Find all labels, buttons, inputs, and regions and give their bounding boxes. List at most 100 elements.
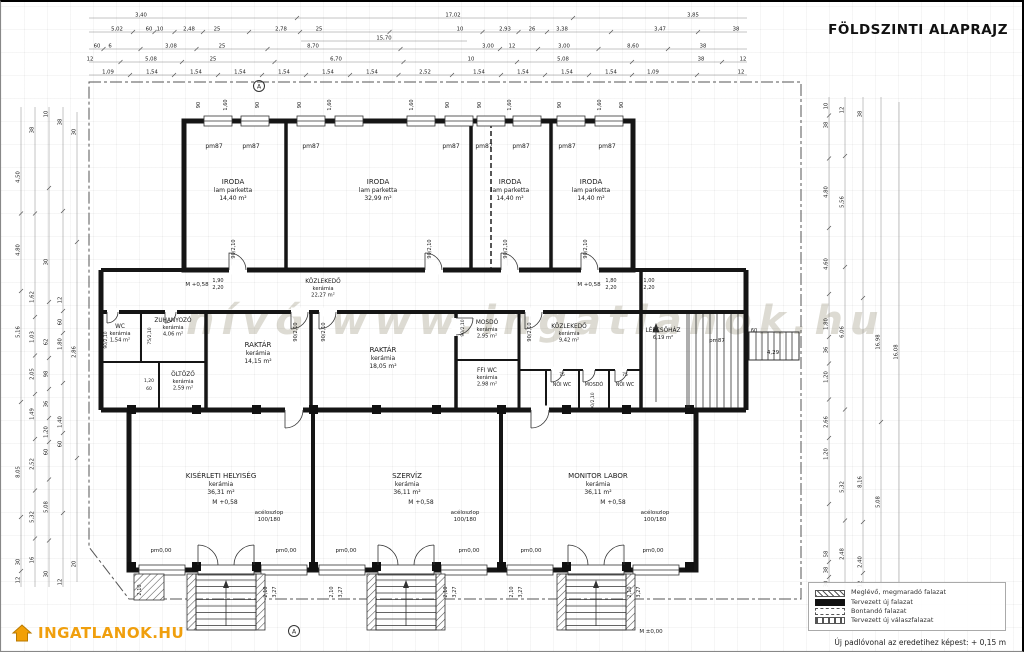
svg-text:15,70: 15,70 (376, 36, 392, 42)
svg-text:90/2,10: 90/2,10 (427, 239, 433, 258)
svg-text:pm87: pm87 (205, 143, 222, 150)
svg-text:5,02: 5,02 (111, 27, 123, 33)
svg-text:8,60: 8,60 (627, 44, 639, 50)
svg-text:10: 10 (157, 27, 164, 33)
svg-text:kerámia: kerámia (209, 481, 234, 488)
svg-text:32,99 m²: 32,99 m² (364, 195, 392, 202)
svg-text:1,49: 1,49 (30, 408, 36, 420)
svg-text:38: 38 (58, 118, 64, 125)
svg-text:10: 10 (457, 27, 464, 33)
svg-text:12: 12 (58, 579, 64, 586)
svg-text:9,42 m²: 9,42 m² (559, 338, 579, 344)
svg-text:KISÉRLETI HELYISÉG: KISÉRLETI HELYISÉG (186, 471, 257, 480)
svg-text:1,54: 1,54 (146, 70, 158, 76)
svg-text:kerámia: kerámia (163, 324, 184, 331)
legend-swatch-new-partition (815, 616, 845, 624)
svg-text:14,40 m²: 14,40 m² (496, 195, 524, 202)
svg-text:3,27: 3,27 (338, 586, 344, 597)
svg-text:10: 10 (824, 102, 830, 109)
svg-text:1,54 m²: 1,54 m² (110, 338, 130, 344)
svg-text:16,08: 16,08 (894, 344, 900, 360)
svg-text:1,60: 1,60 (223, 99, 229, 110)
svg-text:2,86: 2,86 (72, 345, 78, 357)
svg-text:1,03: 1,03 (30, 331, 36, 343)
svg-text:acéloszlop: acéloszlop (451, 509, 480, 516)
svg-text:12: 12 (16, 577, 22, 584)
svg-text:2,10: 2,10 (263, 586, 269, 597)
svg-text:30: 30 (44, 570, 50, 577)
svg-text:14,40 m²: 14,40 m² (577, 195, 605, 202)
room-label: MOSDÓ (585, 381, 604, 388)
svg-text:5,16: 5,16 (16, 325, 22, 337)
svg-text:1,40: 1,40 (58, 415, 64, 427)
svg-text:38: 38 (698, 57, 705, 63)
svg-text:38: 38 (858, 110, 864, 117)
svg-text:pm0,00: pm0,00 (642, 548, 664, 554)
svg-text:3,47: 3,47 (654, 27, 666, 33)
svg-text:1,20: 1,20 (144, 378, 154, 384)
svg-text:1,09: 1,09 (647, 70, 659, 76)
entrance-stairs (186, 573, 636, 631)
floor-level-note: Új padlóvonal az eredetihez képest: + 0,… (834, 638, 1006, 647)
house-icon (11, 624, 33, 642)
svg-text:IRODA: IRODA (222, 178, 245, 186)
svg-text:25: 25 (316, 27, 323, 33)
svg-text:36,11 m²: 36,11 m² (393, 489, 421, 496)
svg-text:90: 90 (196, 102, 202, 108)
svg-text:100/180: 100/180 (258, 517, 281, 523)
svg-text:8,70: 8,70 (307, 44, 319, 50)
svg-text:kerámia: kerámia (110, 330, 131, 337)
legend-swatch-existing-wall (815, 589, 845, 597)
svg-text:M +0,58: M +0,58 (185, 282, 209, 288)
svg-text:3,08: 3,08 (165, 44, 177, 50)
svg-text:1,60: 1,60 (327, 99, 333, 110)
brand-name: INGATLANOK.HU (38, 624, 185, 642)
svg-text:MONITOR LABOR: MONITOR LABOR (568, 472, 628, 480)
svg-text:90/2,10: 90/2,10 (503, 239, 509, 258)
svg-text:kerámia: kerámia (313, 285, 334, 292)
svg-text:75/2,10: 75/2,10 (147, 327, 153, 344)
svg-text:KÖZLEKEDŐ: KÖZLEKEDŐ (551, 323, 587, 330)
svg-text:1,80: 1,80 (824, 317, 830, 329)
svg-text:2,95 m²: 2,95 m² (477, 334, 497, 340)
svg-text:22,27 m²: 22,27 m² (311, 293, 335, 299)
svg-text:NŐI WC: NŐI WC (553, 381, 572, 388)
svg-text:14,15 m²: 14,15 m² (244, 358, 272, 365)
svg-text:60: 60 (146, 27, 153, 33)
svg-text:1,54: 1,54 (190, 70, 202, 76)
room-label: NŐI WC (553, 381, 572, 388)
svg-text:36,11 m²: 36,11 m² (584, 489, 612, 496)
svg-text:2,78: 2,78 (275, 27, 287, 33)
svg-text:36: 36 (44, 400, 50, 407)
svg-text:16: 16 (30, 556, 36, 563)
svg-text:1,62: 1,62 (30, 291, 36, 303)
svg-text:4,29: 4,29 (767, 350, 780, 356)
svg-text:1,54: 1,54 (561, 70, 573, 76)
svg-text:60: 60 (146, 386, 152, 392)
external-stair-left (133, 573, 165, 601)
svg-text:1,54: 1,54 (366, 70, 378, 76)
svg-text:M +0,58: M +0,58 (212, 499, 238, 506)
legend-swatch-demolish-wall (815, 607, 845, 615)
svg-text:58: 58 (824, 550, 830, 557)
svg-text:75: 75 (559, 372, 565, 378)
svg-text:MOSDÓ: MOSDÓ (476, 319, 499, 326)
svg-text:6,06: 6,06 (840, 325, 846, 337)
svg-text:2,52: 2,52 (30, 458, 36, 470)
svg-text:pm87: pm87 (442, 143, 459, 150)
svg-text:38: 38 (824, 121, 830, 128)
svg-text:pm87: pm87 (558, 143, 575, 150)
legend: Meglévő, megmaradó falazat Tervezett új … (808, 582, 1006, 631)
svg-text:3,40: 3,40 (135, 13, 147, 19)
svg-text:2,05: 2,05 (30, 368, 36, 380)
svg-text:pm87: pm87 (598, 143, 615, 150)
svg-text:3,27: 3,27 (636, 586, 642, 597)
